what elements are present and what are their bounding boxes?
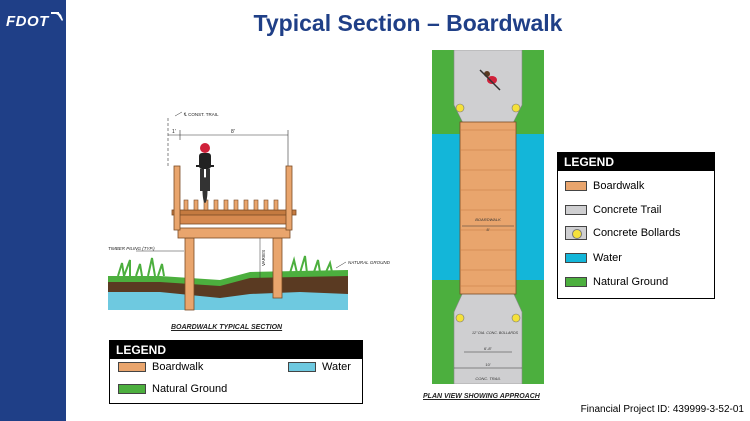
financial-project-id: Financial Project ID: 439999-3-52-01 bbox=[580, 404, 744, 415]
legend-right-natural-ground: Natural Ground bbox=[565, 276, 668, 288]
legend-bottom-water: Water bbox=[288, 361, 351, 373]
boardwalk-swatch-icon bbox=[565, 181, 587, 191]
concrete-trail-top bbox=[453, 50, 523, 126]
legend-right-title: LEGEND bbox=[558, 153, 714, 171]
dim-1ft-label: 1' bbox=[172, 129, 176, 135]
legend-bottom-title: LEGEND bbox=[110, 341, 362, 359]
fdot-logo: FDOT bbox=[6, 10, 63, 36]
bollard-icon bbox=[511, 313, 521, 323]
timber-piling-left bbox=[184, 237, 195, 311]
legend-right-concrete-trail: Concrete Trail bbox=[565, 204, 661, 216]
natural-ground-profile bbox=[108, 274, 348, 298]
legend-bottom-natural-ground: Natural Ground bbox=[118, 383, 227, 395]
ground-swatch-icon bbox=[118, 384, 146, 394]
water-area bbox=[108, 288, 348, 310]
rail-post-right bbox=[285, 165, 293, 231]
cyclist-icon bbox=[196, 143, 214, 203]
bollard-icon bbox=[455, 103, 465, 113]
water-swatch-icon bbox=[565, 253, 587, 263]
boardwalk-plan bbox=[459, 121, 517, 295]
concrete-trail-bottom bbox=[453, 289, 523, 384]
rail-post-left bbox=[173, 165, 181, 231]
legend-right-boardwalk: Boardwalk bbox=[565, 180, 644, 192]
boardwalk-section-drawing: ℄ CONST. TRAIL 1' 8' TIMBER PILING (TYP.… bbox=[108, 111, 391, 311]
plan-caption: PLAN VIEW SHOWING APPROACH bbox=[423, 393, 540, 400]
bollard-spacing-label: 6'-8" bbox=[484, 346, 493, 351]
boardwalk-width-label: 8' bbox=[487, 227, 490, 232]
bollard-icon bbox=[511, 103, 521, 113]
dim-8ft-label: 8' bbox=[231, 129, 235, 135]
timber-piling-label: TIMBER PILING (TYP.) bbox=[108, 246, 155, 251]
slide-title: Typical Section – Boardwalk bbox=[253, 10, 563, 36]
grass-strip bbox=[108, 270, 348, 286]
cyclist-top-icon bbox=[479, 69, 501, 91]
legend-right-concrete-bollards: Concrete Bollards bbox=[565, 226, 680, 240]
brand-sidebar: FDOT bbox=[0, 0, 66, 421]
water-swatch-icon bbox=[288, 362, 316, 372]
bollard-icon bbox=[455, 313, 465, 323]
bollards-label: 12" DIA. CONC. BOLLARDS bbox=[472, 331, 519, 335]
deck-surface bbox=[171, 209, 297, 216]
bollard-swatch-icon bbox=[565, 226, 587, 240]
natural-ground-label: NATURAL GROUND bbox=[348, 260, 391, 265]
legend-bottom-boardwalk: Boardwalk bbox=[118, 361, 203, 373]
ground-swatch-icon bbox=[565, 277, 587, 287]
conc-trail-label: CONC. TRAIL bbox=[475, 376, 500, 381]
legend-right: LEGEND Boardwalk Concrete Trail Concrete… bbox=[557, 152, 715, 299]
varies-label: VARIES bbox=[261, 250, 266, 266]
deck-beam bbox=[177, 227, 291, 239]
boardwalk-plan-label: BOARDWALK bbox=[475, 217, 501, 222]
trail-width-label: 10' bbox=[485, 362, 490, 367]
section-caption: BOARDWALK TYPICAL SECTION bbox=[171, 324, 283, 331]
plan-view-drawing: BOARDWALK 8' 12" DIA. CONC. BOLLARDS 6'-… bbox=[432, 50, 544, 384]
florida-state-icon bbox=[51, 12, 63, 21]
boardwalk-swatch-icon bbox=[118, 362, 146, 372]
deck-joist bbox=[177, 213, 291, 225]
legend-right-water: Water bbox=[565, 252, 622, 264]
concrete-swatch-icon bbox=[565, 205, 587, 215]
legend-bottom: LEGEND Boardwalk Water Natural Ground bbox=[109, 340, 363, 404]
timber-piling-right bbox=[272, 237, 283, 299]
const-trail-label: ℄ CONST. TRAIL bbox=[183, 112, 219, 117]
